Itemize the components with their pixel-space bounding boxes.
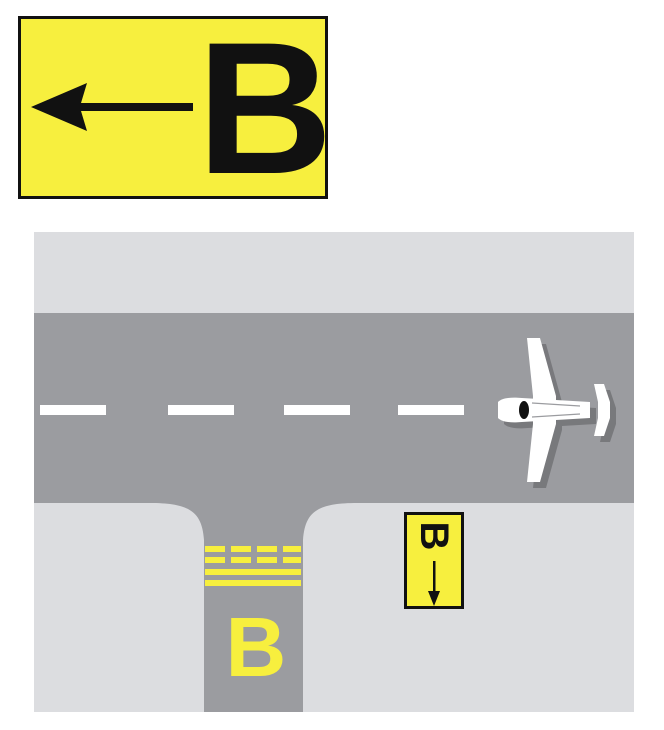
hold-dash [283, 557, 301, 563]
runway-centerline [40, 405, 464, 415]
airplane-fuselage [498, 397, 590, 423]
hold-dash [257, 546, 277, 552]
taxiway [150, 503, 357, 712]
hold-dash [231, 546, 251, 552]
arrow-left-icon [31, 83, 193, 131]
airplane-cockpit [519, 401, 529, 419]
hold-dash [205, 557, 225, 563]
location-sign: B [404, 512, 464, 609]
arrow-down-icon [428, 561, 440, 606]
location-sign-letter: B [412, 521, 456, 551]
hold-dash [257, 557, 277, 563]
direction-sign: B [18, 16, 328, 199]
hold-line [205, 569, 301, 575]
airplane-icon [498, 338, 616, 488]
centerline-dash [398, 405, 464, 415]
airplane-detail [531, 402, 581, 418]
direction-sign-letter: B [197, 16, 328, 199]
airplane-tail [594, 384, 610, 436]
centerline-dash [168, 405, 234, 415]
hold-line [205, 580, 301, 586]
hold-dash [205, 546, 225, 552]
centerline-dash [40, 405, 106, 415]
holding-position-marking [205, 546, 301, 586]
taxiway-painted-letter: B [225, 600, 287, 694]
hold-dash [283, 546, 301, 552]
hold-dash [231, 557, 251, 563]
centerline-dash [284, 405, 350, 415]
